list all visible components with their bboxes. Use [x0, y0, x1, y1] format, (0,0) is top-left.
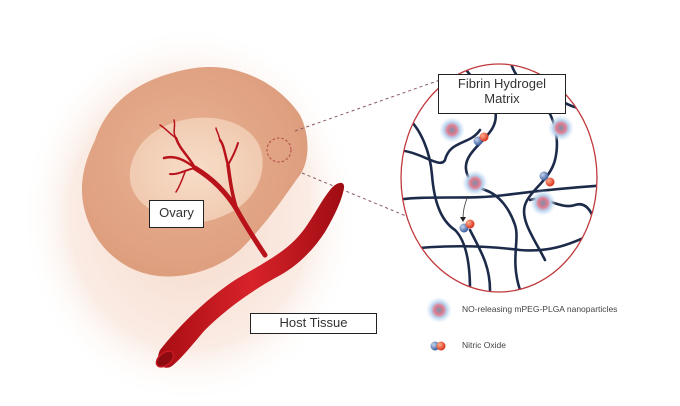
vessel-opening — [155, 350, 175, 368]
nitric-oxide-molecule — [459, 219, 475, 233]
nitric-oxide-molecule — [473, 132, 489, 146]
zoom-line-top — [294, 79, 441, 132]
nanoparticle — [439, 117, 465, 143]
legend-nitric-oxide-label: Nitric Oxide — [462, 340, 506, 350]
zoom-origin-circle — [266, 137, 292, 163]
ovary-blood-vessels — [159, 119, 268, 258]
host-blood-vessel — [158, 182, 345, 368]
release-arrowhead — [460, 217, 466, 222]
nanoparticle — [530, 190, 556, 216]
matrix-label-line1: Fibrin Hydrogel — [457, 76, 547, 91]
matrix-label-line2: Matrix — [484, 90, 520, 106]
legend-nanoparticle-icon — [426, 297, 452, 323]
fibrin-hydrogel-matrix-label: Fibrin Hydrogel Matrix — [438, 74, 566, 114]
legend-nitric-oxide-icon — [430, 341, 446, 351]
zoom-line-bottom — [301, 172, 441, 231]
nanoparticle — [462, 170, 488, 196]
nanoparticle — [548, 115, 574, 141]
nitric-oxide-molecules — [459, 132, 555, 233]
ovary-label: Ovary — [149, 200, 204, 228]
nitric-oxide-molecule — [539, 171, 555, 187]
release-arrow — [462, 195, 469, 219]
legend-nanoparticle-label: NO-releasing mPEG-PLGA nanoparticles — [462, 304, 618, 314]
host-tissue-label: Host Tissue — [250, 313, 377, 334]
nanoparticles — [439, 115, 574, 216]
zoom-circle-border — [400, 63, 598, 293]
